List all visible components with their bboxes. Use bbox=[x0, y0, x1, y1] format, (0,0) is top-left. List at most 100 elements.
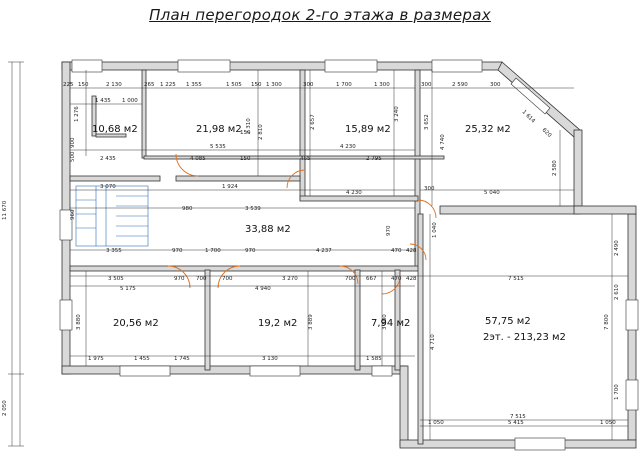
dim: 225 bbox=[63, 82, 74, 88]
dim: 3 270 bbox=[282, 276, 298, 282]
window-3 bbox=[324, 59, 378, 73]
dim: 667 bbox=[366, 276, 377, 282]
dim-left-bottom: 2 050 bbox=[2, 400, 8, 416]
room-area-4: 25,32 м2 bbox=[465, 124, 511, 135]
dim: 500 bbox=[70, 151, 76, 162]
dim: 2 795 bbox=[366, 156, 382, 162]
doors bbox=[167, 153, 437, 295]
dim: 1 000 bbox=[122, 98, 138, 104]
dim: 300 bbox=[303, 82, 314, 88]
dim: 1 700 bbox=[205, 248, 221, 254]
dimension-labels: 11 670 2 050 225 150 2 130 265 1 225 1 3… bbox=[2, 82, 620, 426]
dim: 1 040 bbox=[432, 222, 438, 238]
window-6 bbox=[59, 299, 73, 331]
dim: 4 710 bbox=[430, 334, 436, 350]
dim: 1 700 bbox=[614, 384, 620, 400]
dim: 970 bbox=[386, 225, 392, 236]
dim: 980 bbox=[182, 206, 193, 212]
dim: 3 880 bbox=[76, 314, 82, 330]
dim: 150 bbox=[240, 156, 251, 162]
dim: 700 bbox=[196, 276, 207, 282]
dim: 265 bbox=[144, 82, 155, 88]
dim: 3 505 bbox=[108, 276, 124, 282]
dim: 428 bbox=[406, 248, 417, 254]
total-area: 2эт. - 213,23 м2 bbox=[483, 332, 566, 343]
dim: 470 bbox=[391, 276, 402, 282]
dim: 1 225 bbox=[160, 82, 176, 88]
dim: 2 810 bbox=[258, 124, 264, 140]
dim: 2 580 bbox=[552, 160, 558, 176]
dim: 1 276 bbox=[74, 106, 80, 122]
dim: 3 070 bbox=[100, 184, 116, 190]
plan-title: План перегородок 2-го этажа в размерах bbox=[149, 6, 491, 24]
exterior-walls bbox=[61, 61, 637, 449]
dim: 1 455 bbox=[134, 356, 150, 362]
room-area-7: 19,2 м2 bbox=[258, 318, 297, 329]
room-area-1: 10,68 м2 bbox=[92, 124, 138, 135]
dim: 150 bbox=[240, 130, 251, 136]
dim: 620 bbox=[541, 127, 553, 139]
window-12 bbox=[514, 437, 566, 451]
dimension-lines bbox=[8, 61, 628, 447]
interior-walls bbox=[69, 69, 445, 445]
dim: 3 539 bbox=[245, 206, 261, 212]
dim: 4 230 bbox=[346, 190, 362, 196]
dim: 970 bbox=[174, 276, 185, 282]
dim: 1 435 bbox=[95, 98, 111, 104]
dim: 1 050 bbox=[428, 420, 444, 426]
dim: 3 880 bbox=[382, 314, 388, 330]
dim: 2 610 bbox=[614, 284, 620, 300]
dim: 4 230 bbox=[340, 144, 356, 150]
dim: 428 bbox=[406, 276, 417, 282]
dim: 5 040 bbox=[484, 190, 500, 196]
window-7 bbox=[119, 365, 171, 377]
dim: 300 bbox=[421, 82, 432, 88]
dim: 4 940 bbox=[255, 286, 271, 292]
dim: 3 889 bbox=[308, 314, 314, 330]
dim-left-total: 11 670 bbox=[2, 200, 8, 220]
room-area-5: 33,88 м2 bbox=[245, 224, 291, 235]
dim: 970 bbox=[245, 248, 256, 254]
dim: 2 490 bbox=[614, 240, 620, 256]
window-8 bbox=[249, 365, 301, 377]
dim: 2 590 bbox=[452, 82, 468, 88]
dim: 150 bbox=[251, 82, 262, 88]
dim: 1 505 bbox=[226, 82, 242, 88]
window-1 bbox=[71, 59, 103, 73]
window-11 bbox=[625, 379, 639, 411]
dim: 2 130 bbox=[106, 82, 122, 88]
room-area-3: 15,89 м2 bbox=[345, 124, 391, 135]
room-area-2: 21,98 м2 bbox=[196, 124, 242, 135]
dim: 900 bbox=[70, 137, 76, 148]
window-9 bbox=[371, 365, 393, 377]
windows bbox=[59, 59, 639, 451]
window-5 bbox=[59, 209, 73, 241]
dim: 7 800 bbox=[604, 314, 610, 330]
window-2 bbox=[177, 59, 231, 73]
dim: 5 535 bbox=[210, 144, 226, 150]
dim: 3 240 bbox=[394, 106, 400, 122]
window-4 bbox=[431, 59, 483, 73]
dim: 1 355 bbox=[186, 82, 202, 88]
dim: 1 700 bbox=[336, 82, 352, 88]
dim: 7 515 bbox=[510, 414, 526, 420]
room-area-6: 20,56 м2 bbox=[113, 318, 159, 329]
dim: 1 745 bbox=[174, 356, 190, 362]
dim: 1 614 bbox=[521, 109, 537, 125]
dim: 7 515 bbox=[508, 276, 524, 282]
dim: 1 924 bbox=[222, 184, 238, 190]
dim: 1 300 bbox=[266, 82, 282, 88]
room-areas: 10,68 м2 21,98 м2 15,89 м2 25,32 м2 33,8… bbox=[92, 124, 566, 343]
dim: 1 975 bbox=[88, 356, 104, 362]
dim: 1 050 bbox=[600, 420, 616, 426]
dim: 3 652 bbox=[424, 114, 430, 130]
dim: 3 355 bbox=[106, 248, 122, 254]
dim: 300 bbox=[424, 186, 435, 192]
dim: 1 585 bbox=[366, 356, 382, 362]
room-area-9: 57,75 м2 bbox=[485, 316, 531, 327]
dim: 4 740 bbox=[440, 134, 446, 150]
dim: 465 bbox=[300, 156, 311, 162]
dim: 5 415 bbox=[508, 420, 524, 426]
